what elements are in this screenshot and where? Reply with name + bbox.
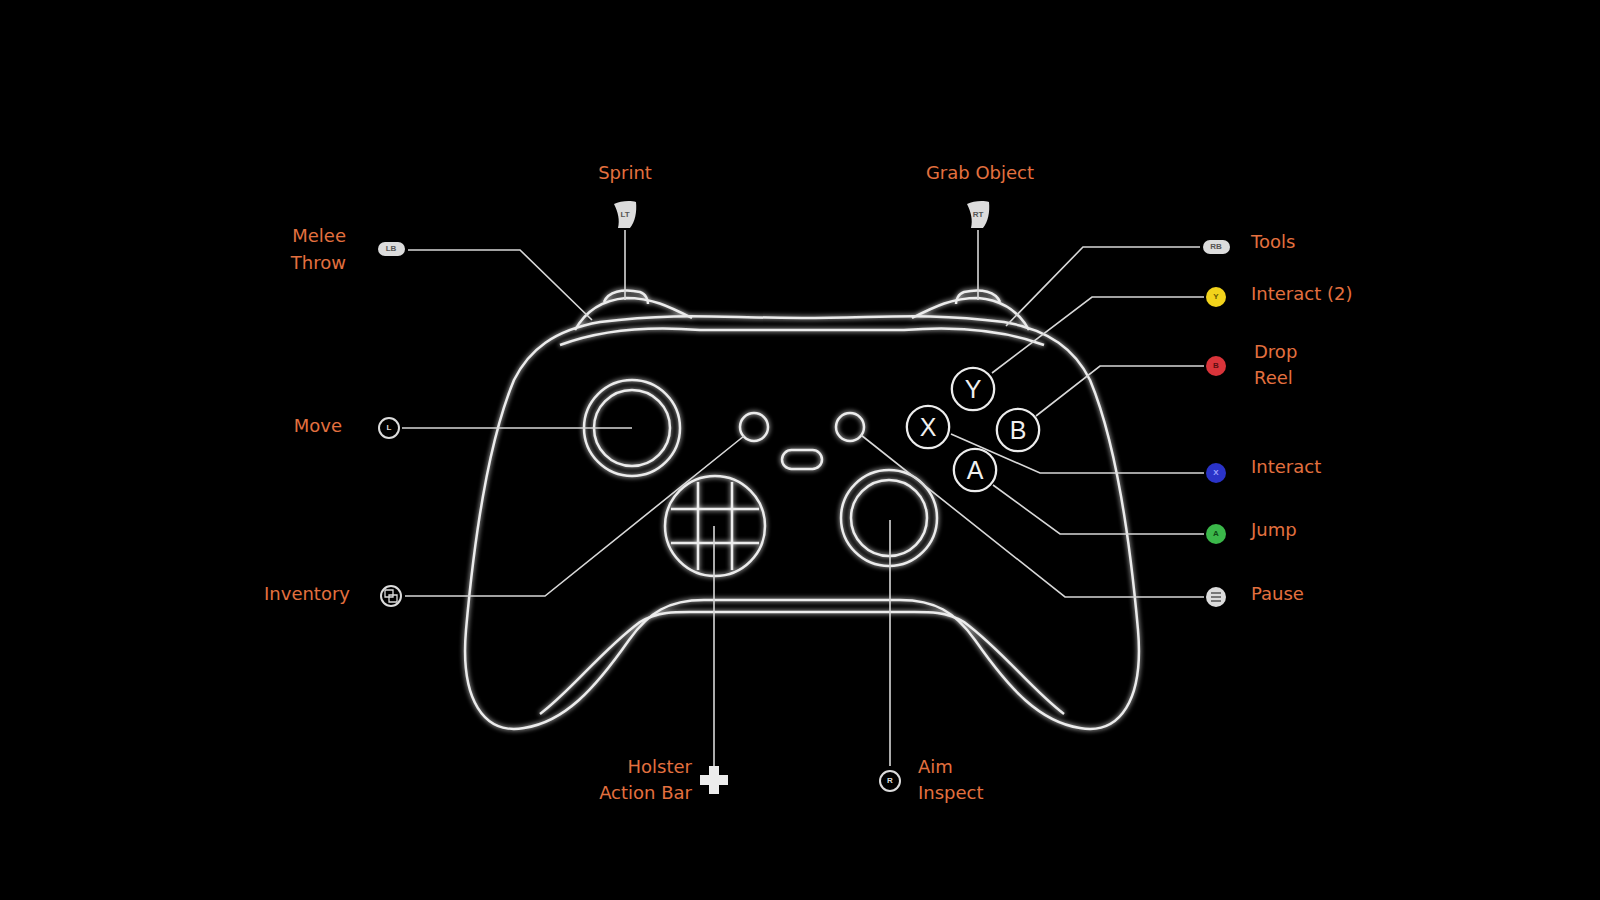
- action-label: Inspect: [918, 782, 984, 804]
- action-label: Inventory: [264, 583, 350, 605]
- leader-lt: [624, 230, 626, 300]
- leader-r: [889, 520, 891, 766]
- leader-rt: [977, 230, 979, 300]
- leader-y: [992, 297, 1204, 373]
- r-icon: [880, 771, 900, 791]
- menu-button: [836, 413, 864, 441]
- leader-lb: [408, 250, 592, 320]
- dpad-cross: [671, 482, 759, 570]
- controller-outline: [465, 290, 1139, 728]
- leader-lines: [402, 230, 1204, 766]
- leader-view: [405, 436, 744, 596]
- top-contour: [560, 329, 1044, 345]
- action-label: Interact (2): [1251, 283, 1352, 305]
- action-label: Reel: [1254, 367, 1293, 389]
- action-label: Tools: [1251, 231, 1295, 253]
- button-letter: A: [952, 447, 998, 493]
- leader-a: [993, 485, 1204, 534]
- left-bumper: [575, 298, 692, 330]
- action-label: Action Bar: [599, 782, 692, 804]
- leader-dpad: [713, 526, 715, 766]
- lt-icon: [614, 201, 636, 228]
- button-glyph: LT: [620, 211, 629, 219]
- button-letter: Y: [950, 366, 996, 412]
- action-label: Move: [294, 415, 342, 437]
- action-label: Drop: [1254, 341, 1297, 363]
- a-icon: [1206, 524, 1226, 544]
- face-button: X: [905, 404, 951, 450]
- button-glyph: B: [1213, 362, 1219, 370]
- leader-menu: [861, 435, 1204, 597]
- face-button: B: [995, 407, 1041, 453]
- button-icons: [378, 201, 1230, 794]
- face-button: A: [952, 447, 998, 493]
- menu-icon: [1206, 587, 1226, 607]
- button-glyph: R: [887, 777, 893, 785]
- face-button: Y: [950, 366, 996, 412]
- leader-rb: [1006, 247, 1200, 326]
- button-letter: B: [995, 407, 1041, 453]
- rb-icon: [1203, 240, 1230, 254]
- button-glyph: RT: [973, 211, 984, 219]
- action-label: Jump: [1251, 519, 1297, 541]
- grip-contour: [540, 612, 1064, 714]
- view-icon: [381, 586, 401, 606]
- leader-l: [402, 427, 632, 429]
- share-button: [782, 450, 822, 469]
- action-label: Sprint: [598, 162, 652, 184]
- button-letter: X: [905, 404, 951, 450]
- dpad-ring: [665, 476, 765, 576]
- action-label: Aim: [918, 756, 953, 778]
- lb-icon: [378, 242, 405, 256]
- leader-b: [1036, 366, 1204, 416]
- menu-icon-lines: [1211, 593, 1221, 601]
- button-glyph: LB: [386, 245, 397, 253]
- action-label: Interact: [1251, 456, 1321, 478]
- left-trigger: [604, 290, 648, 304]
- action-label: Melee: [292, 225, 346, 247]
- right-stick: [851, 480, 927, 556]
- y-icon: [1206, 287, 1226, 307]
- button-glyph: X: [1213, 469, 1218, 477]
- button-glyph: Y: [1213, 293, 1218, 301]
- action-label: Throw: [291, 252, 346, 274]
- right-bumper: [912, 298, 1029, 330]
- controller-body: [465, 316, 1139, 729]
- button-glyph: A: [1213, 530, 1219, 538]
- dpad-icon: [700, 766, 728, 794]
- action-label: Grab Object: [926, 162, 1034, 184]
- l-icon: [379, 418, 399, 438]
- action-label: Pause: [1251, 583, 1304, 605]
- button-glyph: L: [387, 424, 392, 432]
- x-icon: [1206, 463, 1226, 483]
- view-icon-squares: [385, 590, 397, 602]
- action-label: Holster: [628, 756, 692, 778]
- button-glyph: RB: [1210, 243, 1222, 251]
- b-icon: [1206, 356, 1226, 376]
- rt-icon: [967, 201, 989, 228]
